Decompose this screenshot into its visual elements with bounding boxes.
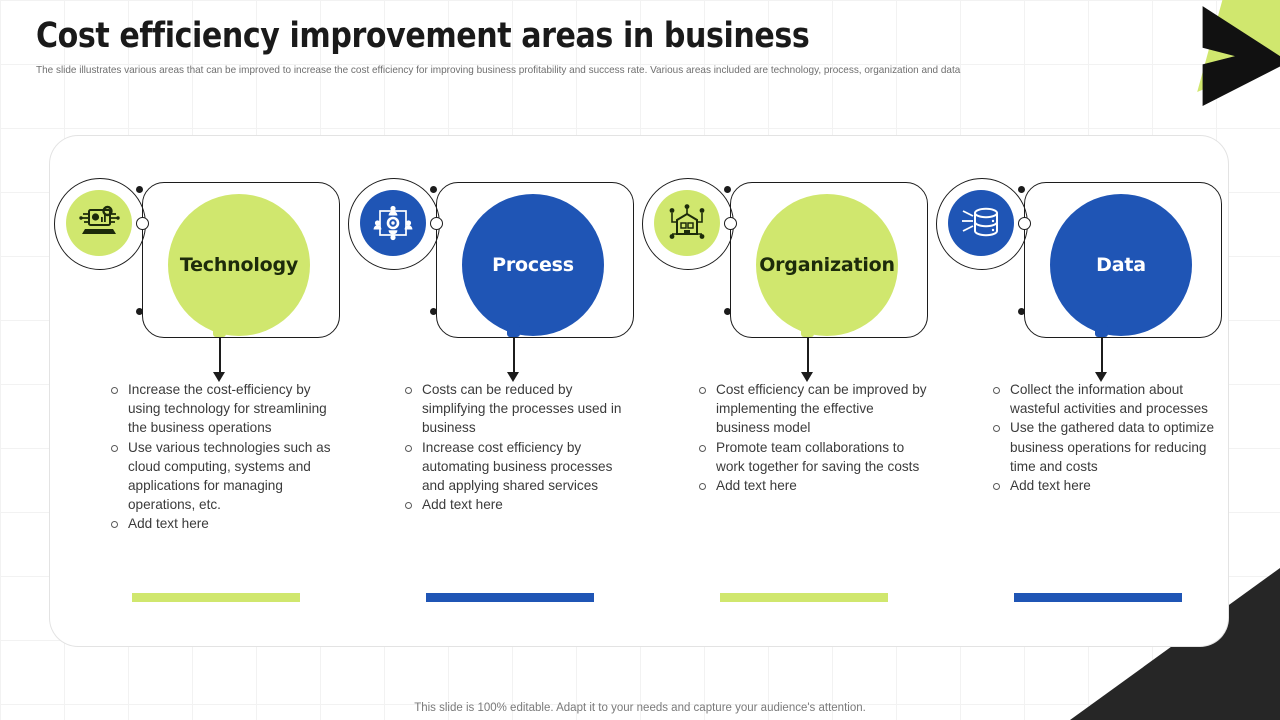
bullet-list-organization: Cost efficiency can be improved by imple…	[696, 380, 928, 495]
column-organization: Organization Cost efficiency can be impr…	[638, 136, 932, 646]
list-item: Collect the information about wasteful a…	[990, 380, 1222, 418]
bubble-data[interactable]: Data	[1050, 194, 1192, 336]
database-stack-icon[interactable]	[948, 190, 1014, 256]
connector-square-icon	[507, 324, 520, 337]
org-building-network-icon[interactable]	[654, 190, 720, 256]
list-item: Use the gathered data to optimize busine…	[990, 418, 1222, 476]
orbit-dot-icon	[724, 186, 731, 193]
bubble-label: Process	[492, 254, 574, 276]
accent-bar	[132, 593, 300, 602]
list-item: Add text here	[402, 495, 634, 514]
connector-arrow-icon	[1095, 372, 1107, 382]
column-data: Data Collect the information about waste…	[932, 136, 1226, 646]
computer-analytics-icon[interactable]	[66, 190, 132, 256]
bubble-technology[interactable]: Technology	[168, 194, 310, 336]
card-frame	[730, 182, 928, 338]
list-item: Use various technologies such as cloud c…	[108, 438, 340, 515]
list-item: Costs can be reduced by simplifying the …	[402, 380, 634, 438]
orbit-dot-icon	[136, 186, 143, 193]
connector-line	[807, 334, 809, 376]
page-title: Cost efficiency improvement areas in bus…	[36, 16, 810, 56]
orbit-dot-lower-icon	[724, 308, 731, 315]
list-item: Promote team collaborations to work toge…	[696, 438, 928, 476]
connector-square-icon	[213, 324, 226, 337]
accent-bar	[426, 593, 594, 602]
connector-line	[219, 334, 221, 376]
bubble-process[interactable]: Process	[462, 194, 604, 336]
accent-bar	[1014, 593, 1182, 602]
bullet-list-technology: Increase the cost-efficiency by using te…	[108, 380, 340, 534]
bullet-list-process: Costs can be reduced by simplifying the …	[402, 380, 634, 514]
connector-arrow-icon	[801, 372, 813, 382]
slide-header: Cost efficiency improvement areas in bus…	[36, 18, 1196, 77]
connector-node-icon	[136, 217, 149, 230]
list-item: Cost efficiency can be improved by imple…	[696, 380, 928, 438]
bubble-label: Data	[1096, 254, 1146, 276]
bullet-list-data: Collect the information about wasteful a…	[990, 380, 1222, 495]
connector-line	[513, 334, 515, 376]
connector-node-icon	[1018, 217, 1031, 230]
bubble-label: Technology	[179, 254, 299, 276]
connector-arrow-icon	[213, 372, 225, 382]
accent-bar	[720, 593, 888, 602]
orbit-dot-icon	[430, 186, 437, 193]
slide-footer-note: This slide is 100% editable. Adapt it to…	[414, 702, 866, 714]
orbit-dot-icon	[1018, 186, 1025, 193]
columns-container: Technology Increase the cost-efficiency …	[50, 136, 1228, 646]
connector-line	[1101, 334, 1103, 376]
connector-arrow-icon	[507, 372, 519, 382]
list-item: Increase the cost-efficiency by using te…	[108, 380, 340, 438]
orbit-dot-lower-icon	[430, 308, 437, 315]
team-gear-network-icon[interactable]	[360, 190, 426, 256]
bubble-label: Organization	[759, 254, 895, 276]
page-subtitle: The slide illustrates various areas that…	[36, 63, 961, 76]
column-technology: Technology Increase the cost-efficiency …	[50, 136, 344, 646]
orbit-dot-lower-icon	[136, 308, 143, 315]
list-item: Add text here	[108, 514, 340, 533]
card-frame	[436, 182, 634, 338]
connector-node-icon	[724, 217, 737, 230]
column-process: Process Costs can be reduced by simplify…	[344, 136, 638, 646]
card-frame	[142, 182, 340, 338]
bubble-organization[interactable]: Organization	[756, 194, 898, 336]
list-item: Add text here	[990, 476, 1222, 495]
card-frame	[1024, 182, 1222, 338]
list-item: Add text here	[696, 476, 928, 495]
connector-square-icon	[801, 324, 814, 337]
connector-square-icon	[1095, 324, 1108, 337]
list-item: Increase cost efficiency by automating b…	[402, 438, 634, 496]
connector-node-icon	[430, 217, 443, 230]
orbit-dot-lower-icon	[1018, 308, 1025, 315]
